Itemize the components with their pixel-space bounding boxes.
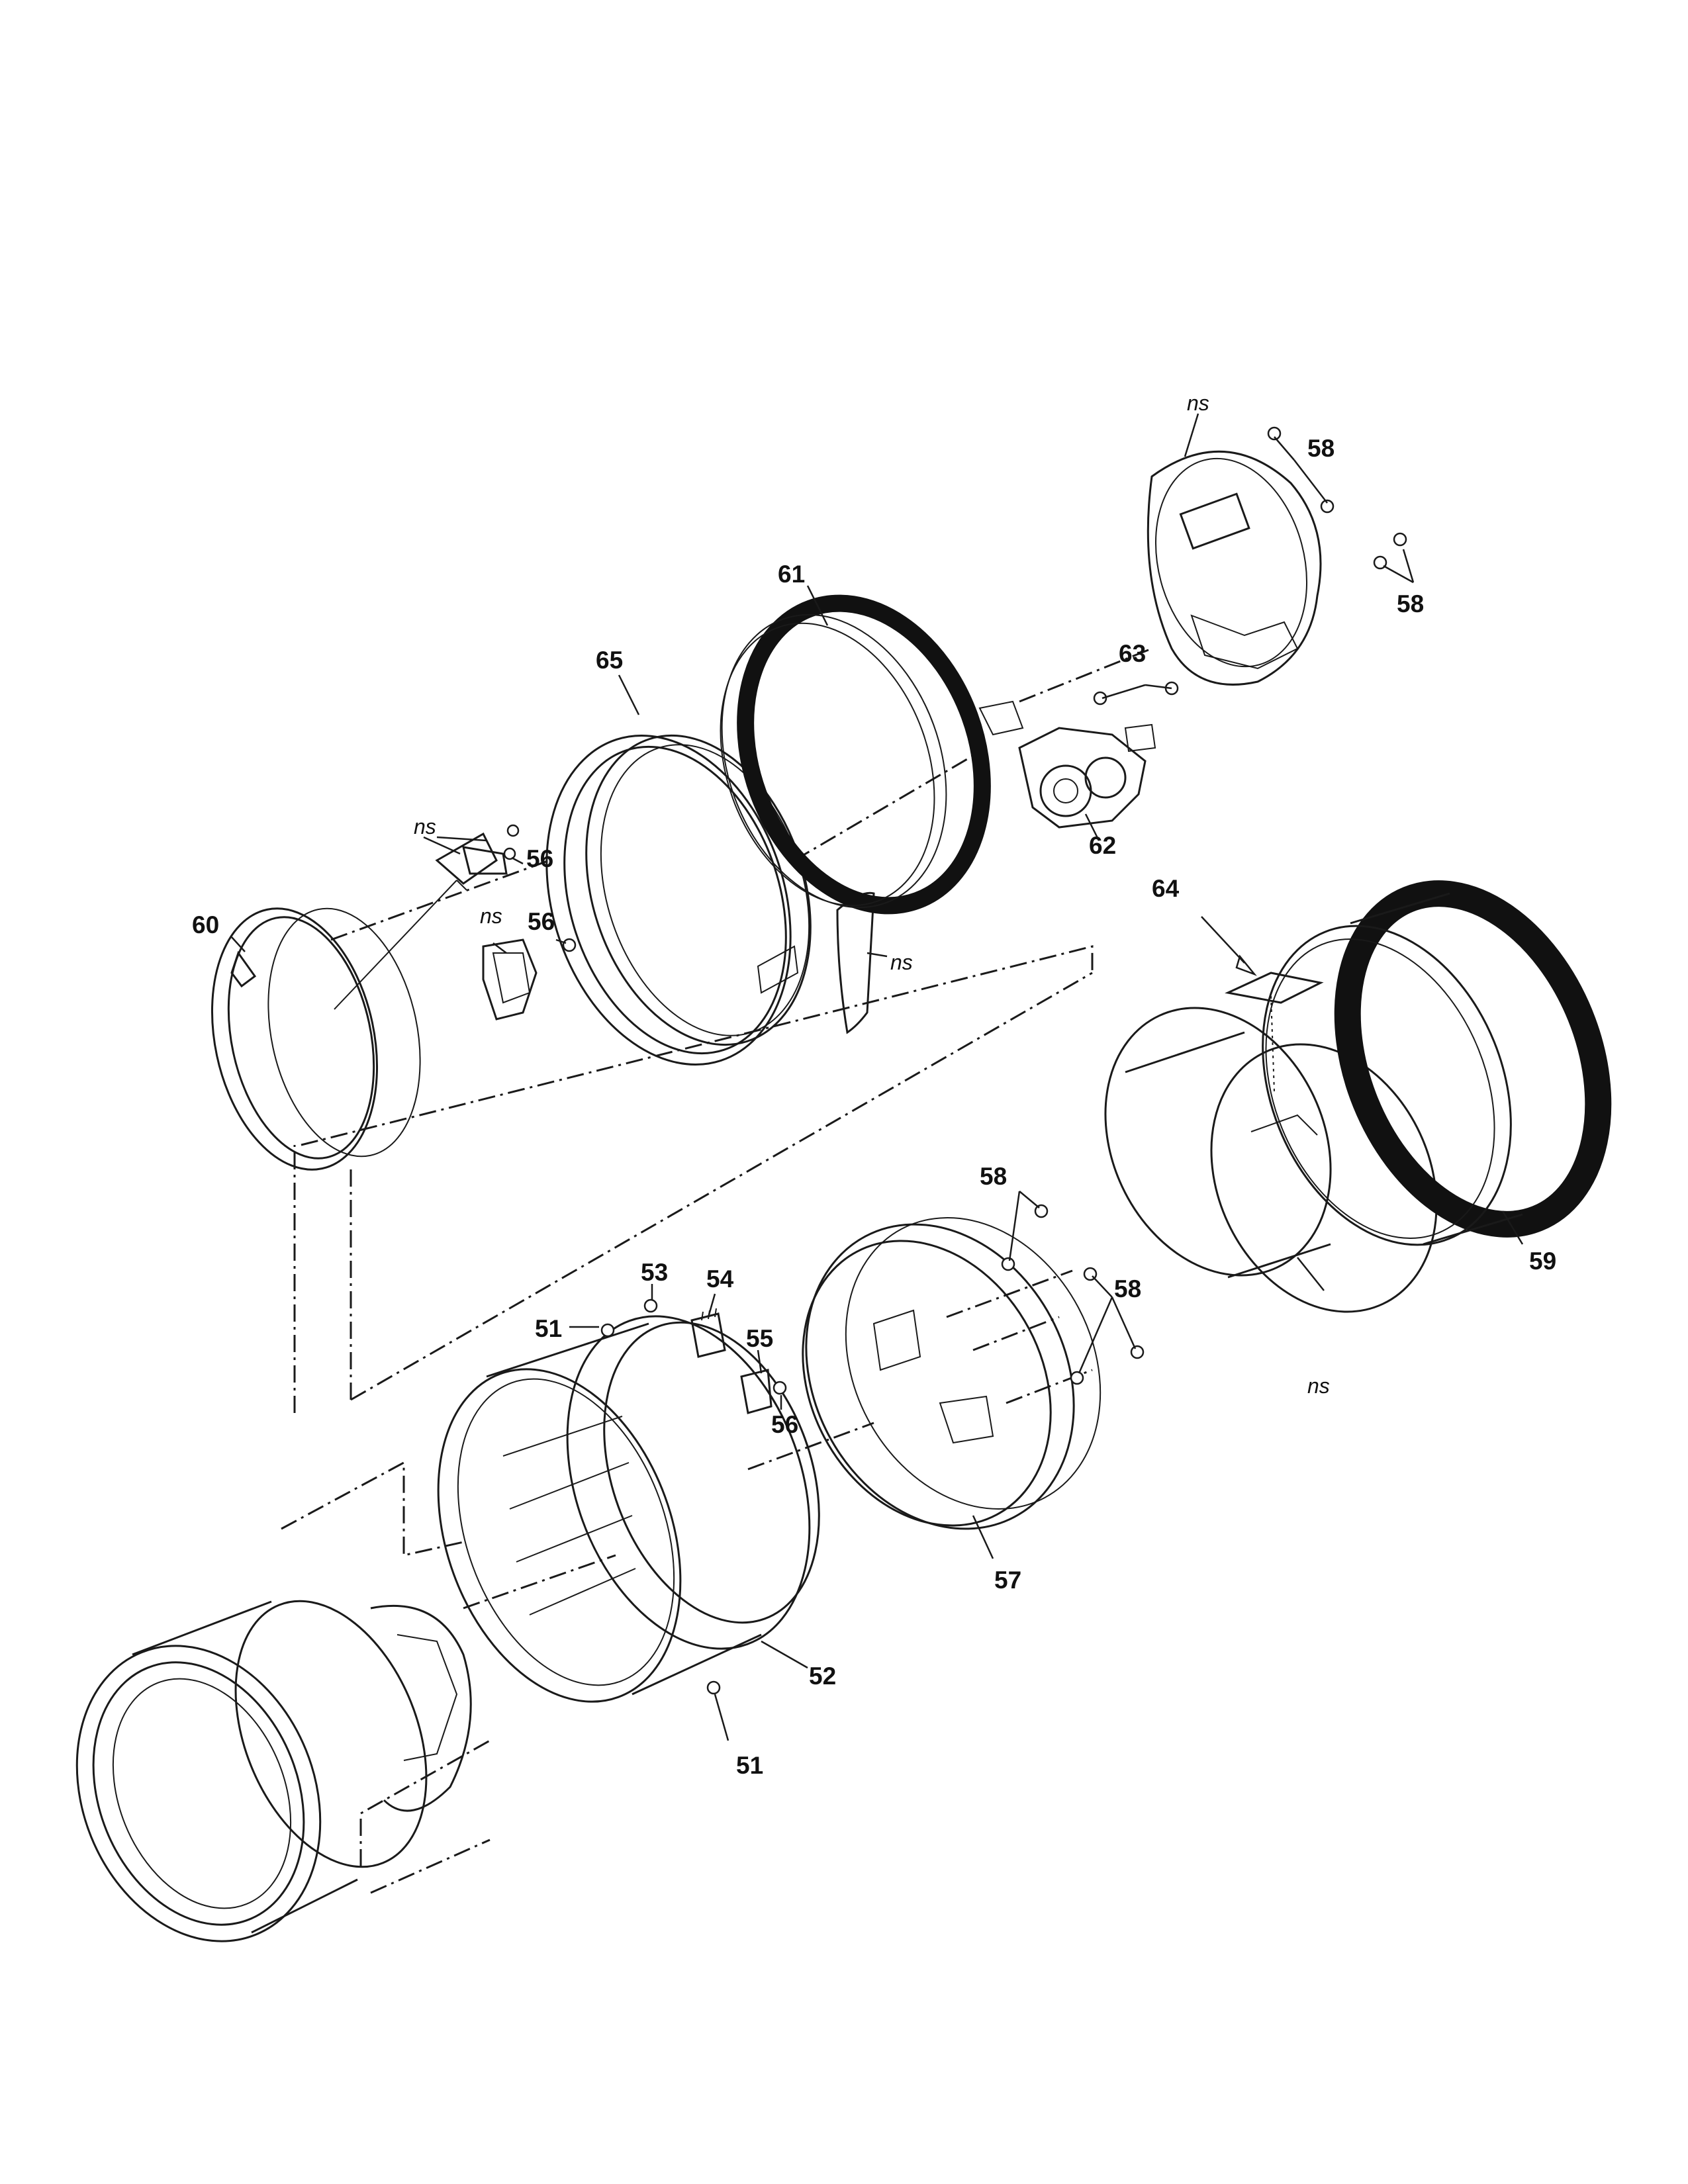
callout-58-top: 58 bbox=[1307, 435, 1335, 462]
callout-58-right: 58 bbox=[1397, 590, 1424, 617]
callout-65: 65 bbox=[596, 647, 623, 674]
rear-mount-part bbox=[1147, 426, 1407, 686]
ns-cylinder-sheet bbox=[1104, 1007, 1438, 1313]
callout-58-lower: 58 bbox=[1114, 1275, 1141, 1302]
callout-51-top: 51 bbox=[535, 1315, 562, 1342]
ns-marker-bracket-lower: ns bbox=[480, 904, 502, 928]
front-lens-assembly bbox=[75, 1600, 472, 1942]
callout-51-bottom: 51 bbox=[736, 1752, 763, 1779]
callout-54: 54 bbox=[706, 1265, 734, 1293]
callout-61: 61 bbox=[778, 561, 805, 588]
leader-lines bbox=[231, 413, 1524, 1741]
part-62-motor-unit bbox=[978, 681, 1179, 829]
callout-53: 53 bbox=[641, 1259, 668, 1286]
small-parts-53-56 bbox=[643, 1298, 787, 1414]
part-64-label bbox=[1225, 972, 1324, 1093]
part-52-main-barrel bbox=[437, 1315, 820, 1703]
callout-55: 55 bbox=[746, 1325, 773, 1352]
ns-marker-rear-mount: ns bbox=[1187, 391, 1209, 415]
callout-56-middle: 56 bbox=[528, 908, 555, 935]
callout-57: 57 bbox=[994, 1567, 1021, 1594]
part-57-barrel-frame bbox=[802, 1204, 1145, 1530]
ns-sheet-piece bbox=[836, 891, 875, 1034]
ns-marker-cylinder: ns bbox=[1307, 1374, 1330, 1398]
part-60-front-ring bbox=[211, 880, 467, 1171]
part-65-ring bbox=[545, 734, 812, 1066]
callout-62: 62 bbox=[1089, 832, 1116, 859]
upper-bracket-assembly bbox=[435, 824, 577, 1021]
callout-63: 63 bbox=[1119, 640, 1146, 667]
part-61-rubber-ring bbox=[720, 594, 991, 915]
ns-marker-sheet: ns bbox=[890, 950, 913, 974]
part-59-grip-ring bbox=[1262, 880, 1612, 1246]
callout-labels: 60 65 61 56 56 63 62 58 58 64 59 58 58 5… bbox=[192, 435, 1556, 1779]
callout-58-mid: 58 bbox=[980, 1163, 1007, 1190]
callout-59: 59 bbox=[1529, 1248, 1556, 1275]
callout-64: 64 bbox=[1152, 875, 1180, 902]
callout-56-upper: 56 bbox=[526, 845, 553, 872]
ns-marker-bracket-upper: ns bbox=[414, 815, 436, 839]
callout-60: 60 bbox=[192, 911, 219, 938]
not-supplied-markers: ns ns ns ns ns bbox=[414, 391, 1330, 1398]
callout-56-lower: 56 bbox=[771, 1411, 798, 1438]
callout-52: 52 bbox=[809, 1662, 836, 1690]
